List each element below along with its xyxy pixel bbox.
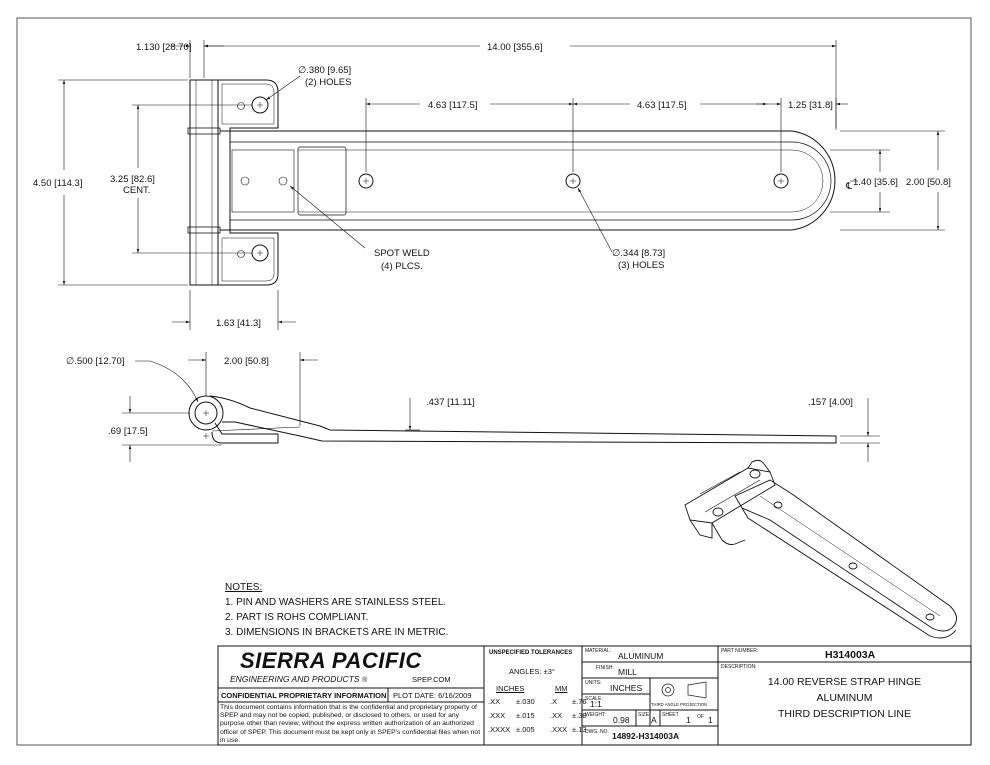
scale-value: 1:1 bbox=[590, 699, 602, 709]
dwg-no-label: DWG. NO. bbox=[585, 729, 609, 735]
tolerance-inches-header: INCHES bbox=[496, 684, 525, 693]
dim-side-offset: 2.00 [50.8] bbox=[224, 356, 269, 367]
dim-spot-weld-count: (4) PLCS. bbox=[381, 261, 423, 272]
size-value: A bbox=[651, 715, 657, 725]
notes: NOTES: 1. PIN AND WASHERS ARE STAINLESS … bbox=[225, 580, 448, 640]
dim-top-left: 1.130 [28.70] bbox=[136, 42, 191, 53]
tol-mm-key: .XXX bbox=[550, 725, 568, 734]
tol-mm-val: ±.38 bbox=[572, 711, 587, 720]
dim-strap-width: 1.40 [35.6] bbox=[853, 177, 898, 188]
tol-mm-key: .XX bbox=[550, 711, 563, 720]
title-block-grid bbox=[217, 645, 972, 746]
sheet-total: 1 bbox=[708, 715, 713, 725]
tolerance-angles: ANGLES: ±3° bbox=[509, 667, 555, 676]
tol-in-key: .XXX bbox=[488, 711, 506, 720]
dim-thickness: .157 [4.00] bbox=[808, 397, 853, 408]
leaf-outline bbox=[217, 79, 279, 286]
strap-outline bbox=[220, 130, 836, 231]
dim-pitch-2: 4.63 [117.5] bbox=[637, 100, 686, 111]
note-item: 1. PIN AND WASHERS ARE STAINLESS STEEL. bbox=[225, 597, 447, 608]
dim-strap-hole-count: (3) HOLES bbox=[618, 260, 664, 271]
dim-top-overall: 14.00 [355.6] bbox=[487, 42, 542, 53]
dim-hole-dia-top: ∅.380 [9.65] bbox=[298, 65, 351, 76]
dwg-no-value: 14892-H314003A bbox=[612, 731, 680, 741]
dim-bottom-width: 1.63 [41.3] bbox=[216, 318, 261, 329]
dimension-lines-side bbox=[122, 352, 880, 462]
part-number-value: H314003A bbox=[825, 649, 876, 661]
projection-symbol bbox=[661, 681, 707, 699]
company-sub-text: ENGINEERING AND PRODUCTS bbox=[230, 674, 360, 684]
dim-strap-hole-dia: ∅.344 [8.73] bbox=[612, 248, 665, 259]
plot-date: PLOT DATE: 6/16/2009 bbox=[393, 691, 472, 700]
top-view bbox=[187, 79, 836, 286]
projection-label: THIRD ANGLE PROJECTION bbox=[651, 702, 708, 707]
sheet-border bbox=[16, 17, 972, 746]
company-website: SPEP.COM bbox=[412, 675, 451, 684]
sheet-label: SHEET bbox=[662, 712, 679, 718]
dim-pin-dia: ∅.500 [12.70] bbox=[66, 356, 124, 367]
dim-cent-label: CENT. bbox=[123, 185, 150, 196]
tol-in-key: .XX bbox=[488, 697, 501, 706]
registered-mark: ® bbox=[361, 677, 368, 684]
sheet-of-label: OF bbox=[697, 714, 704, 720]
strap-hole-1 bbox=[358, 173, 374, 189]
knuckle-strip bbox=[189, 79, 219, 286]
confidential-text: This document contains information that … bbox=[220, 704, 481, 744]
units-label: UNITS: bbox=[585, 680, 602, 686]
weight-label: WEIGHT: bbox=[585, 712, 606, 718]
tolerance-row: .XXXX ±.005 .XXX ±.13 bbox=[488, 725, 587, 734]
finish-value: MILL bbox=[618, 667, 637, 677]
part-number-label: PART NUMBER: bbox=[721, 648, 759, 654]
description-label: DESCRIPTION: bbox=[721, 664, 757, 670]
side-view bbox=[188, 395, 837, 444]
tol-in-key: .XXXX bbox=[488, 725, 511, 734]
size-label: SIZE: bbox=[638, 712, 651, 718]
dim-spot-weld: SPOT WELD bbox=[374, 248, 430, 259]
scale-label: SCALE: bbox=[585, 696, 603, 702]
dimension-lines-top bbox=[58, 40, 945, 330]
tolerances-title: UNSPECIFIED TOLERANCES bbox=[489, 650, 573, 656]
dim-hole-count-top: (2) HOLES bbox=[305, 77, 351, 88]
dim-strap-overall: 2.00 [50.8] bbox=[906, 177, 951, 188]
dim-height-overall: 4.50 [114.3] bbox=[33, 178, 82, 189]
company-name: SIERRA PACIFIC bbox=[240, 648, 422, 673]
company-sub: ENGINEERING AND PRODUCTS ® bbox=[230, 674, 367, 684]
units-value: INCHES bbox=[610, 683, 643, 693]
note-item: 2. PART IS ROHS COMPLIANT. bbox=[225, 612, 369, 623]
dim-centerline: ℄ bbox=[845, 181, 853, 192]
finish-label: FINISH: bbox=[596, 665, 614, 671]
tolerance-row: .XX ±.030 .X ±.76 bbox=[488, 697, 587, 706]
tol-in-val: ±.030 bbox=[516, 697, 535, 706]
notes-title: NOTES: bbox=[225, 582, 263, 593]
weight-value: 0.98 bbox=[613, 715, 630, 725]
dim-cent: 3.25 [82.6] bbox=[110, 174, 155, 185]
strap-hole-3 bbox=[773, 173, 789, 189]
dim-end-offset: 1.25 [31.8] bbox=[788, 100, 833, 111]
description-line-2: ALUMINUM bbox=[816, 692, 873, 704]
description-line-3: THIRD DESCRIPTION LINE bbox=[777, 708, 911, 720]
isometric-view bbox=[684, 459, 957, 639]
tolerance-mm-header: MM bbox=[555, 684, 568, 693]
material-value: ALUMINUM bbox=[618, 651, 664, 661]
sheet-value: 1 bbox=[686, 715, 691, 725]
strap-hole-2 bbox=[565, 173, 581, 189]
tol-mm-key: .X bbox=[550, 697, 558, 706]
material-label: MATERIAL: bbox=[585, 648, 612, 654]
confidential-title: CONFIDENTIAL PROPRIETARY INFORMATION bbox=[221, 691, 387, 700]
tol-in-val: ±.005 bbox=[516, 725, 535, 734]
tolerance-row: .XXX ±.015 .XX ±.38 bbox=[488, 711, 587, 720]
dim-offset-rise: .437 [11.11] bbox=[426, 397, 475, 408]
tol-mm-val: ±.76 bbox=[572, 697, 587, 706]
note-item: 3. DIMENSIONS IN BRACKETS ARE IN METRIC. bbox=[225, 627, 449, 638]
dim-pitch-1: 4.63 [117.5] bbox=[428, 100, 477, 111]
tol-in-val: ±.015 bbox=[516, 711, 535, 720]
dim-side-height: .69 [17.5] bbox=[108, 426, 148, 437]
tol-mm-val: ±.13 bbox=[572, 725, 587, 734]
description-line-1: 14.00 REVERSE STRAP HINGE bbox=[767, 676, 922, 688]
